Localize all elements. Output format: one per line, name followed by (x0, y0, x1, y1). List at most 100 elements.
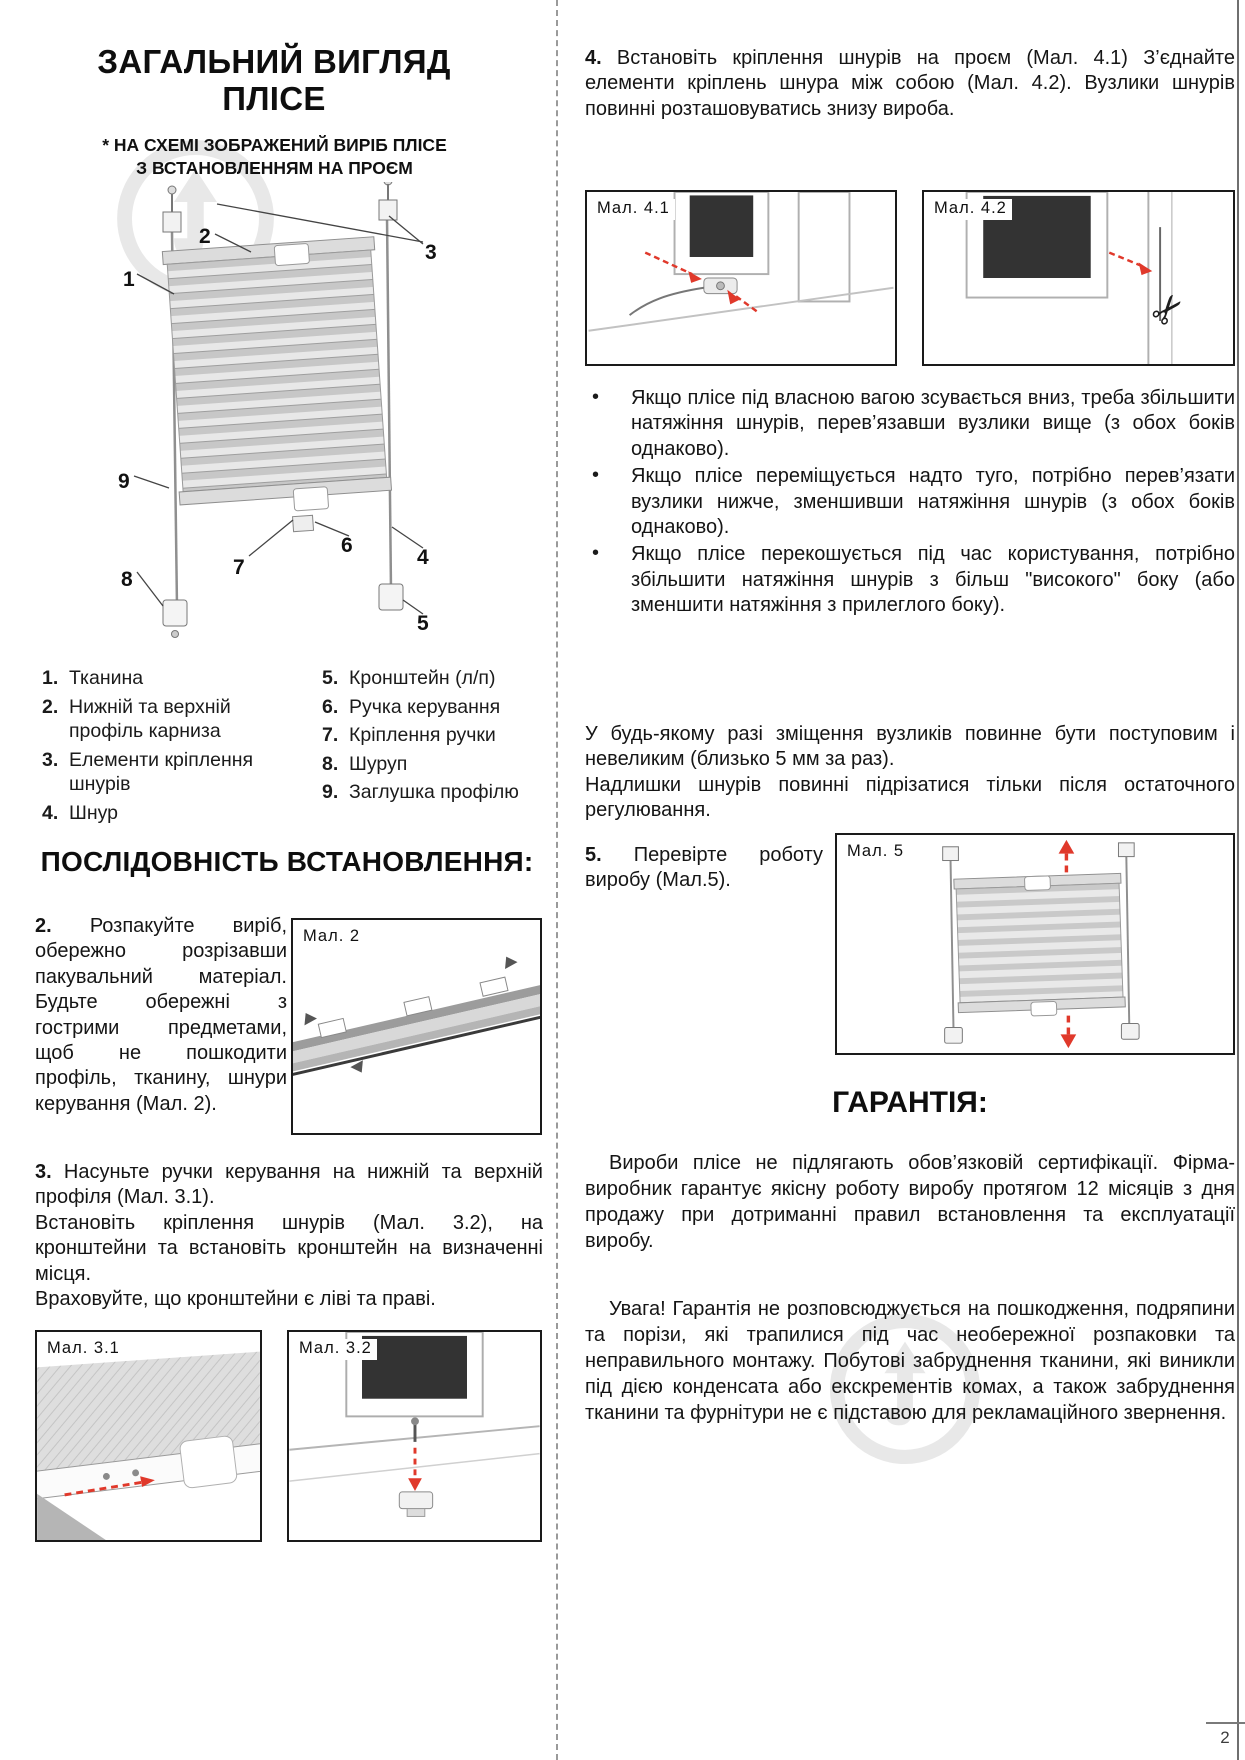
step-4-text: 4. Встановіть кріплення шнурів на проєм … (585, 47, 1235, 120)
screw-icon (167, 185, 177, 195)
figure-3-1: Мал. 3.1 (35, 1330, 262, 1542)
top-hook-left (162, 185, 182, 233)
figure-2-label: Мал. 2 (303, 927, 366, 948)
packed-blind-drawing (293, 956, 540, 1079)
cord-right (1125, 856, 1131, 1026)
step-5-text: 5. Перевірте роботу виробу (Мал.5). (585, 844, 823, 892)
figure-4-1: Мал. 4.1 (585, 190, 897, 366)
window-bracket-drawing (289, 1332, 540, 1517)
page-corner-line (1206, 1722, 1245, 1724)
section-title-warranty: ГАРАНТІЯ: (832, 1086, 988, 1119)
red-dashed-arrow-icon (734, 294, 758, 313)
page-title: ЗАГАЛЬНИЙ ВИГЛЯД ПЛІСЕ (58, 43, 490, 118)
callout-3: 3 (425, 241, 437, 264)
small-arrow-icon (304, 1013, 317, 1026)
cord-cut-drawing: ✂ (965, 192, 1196, 364)
legend-item: 5.Кронштейн (л/п) (322, 667, 496, 689)
screw-icon (171, 630, 179, 638)
legend-item: 8.Шуруп (322, 752, 408, 775)
bullet-marker: • (592, 386, 600, 408)
legend-item: 4.Шнур (42, 801, 119, 824)
legend-column-1: 1.Тканина 2.Нижній та верхній профіль ка… (42, 666, 298, 829)
cord (628, 286, 705, 316)
figure-5-label: Мал. 5 (847, 842, 910, 863)
note-1: У будь-якому разі зміщення вузликів пови… (585, 723, 1235, 771)
step-2-text: 2. Розпакуйте виріб, обережно розрізавши… (35, 915, 287, 1115)
figure-2: Мал. 2 (291, 918, 542, 1135)
hole (102, 1473, 110, 1480)
legend-item: 6.Ручка керування (322, 695, 501, 718)
list-item: • Якщо плісе перекошується під час корис… (585, 542, 1235, 618)
small-arrow-icon (505, 956, 518, 970)
pleated-blind (161, 236, 393, 512)
column-divider (556, 0, 558, 1760)
bottom-bracket-right (378, 583, 404, 611)
legend-item: 1.Тканина (42, 667, 144, 689)
callout-4: 4 (417, 546, 429, 569)
warranty-paragraph-2: Увага! Гарантія не розповсюджується на п… (585, 1298, 1235, 1424)
parts-legend: 1.Тканина 2.Нижній та верхній профіль ка… (42, 666, 544, 829)
step-3-text: 3. Насуньте ручки керування на нижній та… (35, 1161, 543, 1310)
figure-3-1-label: Мал. 3.1 (47, 1339, 125, 1360)
cord-mount-drawing (588, 192, 894, 332)
adjustment-summary: У будь-якому разі зміщення вузликів пови… (585, 722, 1235, 824)
bottom-bracket-right (1120, 1023, 1140, 1040)
figure-4-2: Мал. 4.2 ✂ (922, 190, 1235, 366)
callout-5: 5 (417, 612, 429, 635)
legend-item: 7.Кріплення ручки (322, 724, 496, 747)
top-hook-left (942, 846, 959, 862)
callout-9: 9 (118, 470, 130, 493)
page-title-line2: ПЛІСЕ (222, 79, 326, 117)
legend-item: 9.Заглушка профілю (322, 781, 519, 804)
profile-closeup-drawing (37, 1351, 260, 1540)
red-dashed-arrow-icon (644, 251, 693, 276)
cord-left (949, 860, 955, 1030)
bottom-bracket-left (944, 1026, 963, 1044)
warranty-paragraph-1: Вироби плісе не підлягають обов’язковій … (585, 1152, 1235, 1252)
handle-fastener (292, 514, 315, 533)
adjustment-notes-list: • Якщо плісе під власною вагою зсуваєтьс… (585, 386, 1235, 621)
bracket (398, 1491, 434, 1510)
figure-4-1-label: Мал. 4.1 (597, 199, 675, 220)
top-handle (273, 243, 310, 266)
blind-overview-diagram: 1 2 3 4 5 6 7 8 9 (118, 182, 437, 638)
page-edge-line (1237, 0, 1239, 1760)
callout-2: 2 (199, 225, 211, 248)
page-subtitle-line2: З ВСТАНОВЛЕННЯМ НА ПРОЄМ (136, 157, 413, 178)
figure-5: Мал. 5 (835, 833, 1235, 1055)
page-subtitle: * НА СХЕМІ ЗОБРАЖЕНИЙ ВИРІБ ПЛІСЕ З ВСТА… (52, 134, 497, 180)
control-handle (179, 1435, 238, 1489)
callout-8: 8 (121, 568, 133, 591)
callout-7: 7 (233, 556, 245, 579)
list-item: • Якщо плісе переміщується надто туго, п… (585, 464, 1235, 540)
small-arrow-icon (350, 1060, 363, 1073)
scissors-icon: ✂ (1142, 284, 1196, 337)
fabric (166, 249, 388, 493)
legend-item: 2.Нижній та верхній профіль карниза (42, 695, 231, 743)
callout-6: 6 (341, 534, 353, 557)
bottom-profile (178, 476, 393, 506)
page-subtitle-line1: * НА СХЕМІ ЗОБРАЖЕНИЙ ВИРІБ ПЛІСЕ (102, 135, 447, 155)
top-hook-right (1117, 842, 1135, 858)
hole (132, 1469, 140, 1477)
blind-test-drawing (942, 839, 1140, 1049)
list-item: • Якщо плісе під власною вагою зсуваєтьс… (585, 386, 1235, 462)
pleated-blind (953, 872, 1126, 1017)
red-dashed-arrow-icon (1108, 251, 1143, 268)
callout-1: 1 (123, 268, 135, 291)
screw-icon (716, 281, 725, 291)
callout-leader-lines (133, 203, 424, 615)
page-title-line1: ЗАГАЛЬНИЙ ВИГЛЯД (97, 43, 451, 80)
cord-right (385, 216, 393, 591)
red-dashed-arrow-icon (64, 1480, 144, 1497)
bottom-bracket-left (162, 599, 188, 638)
legend-column-2: 5.Кронштейн (л/п) 6.Ручка керування 7.Кр… (322, 666, 544, 829)
section-title-installation: ПОСЛІДОВНІСТЬ ВСТАНОВЛЕННЯ: (40, 846, 534, 877)
note-2: Надлишки шнурів повинні підрізатися тіль… (585, 773, 1235, 822)
page-number: 2 (1220, 1728, 1230, 1747)
legend-item: 3.Елементи кріплення шнурів (42, 748, 254, 796)
bullet-marker: • (592, 542, 600, 565)
bullet-marker: • (592, 464, 600, 487)
figure-3-2: Мал. 3.2 (287, 1330, 542, 1542)
